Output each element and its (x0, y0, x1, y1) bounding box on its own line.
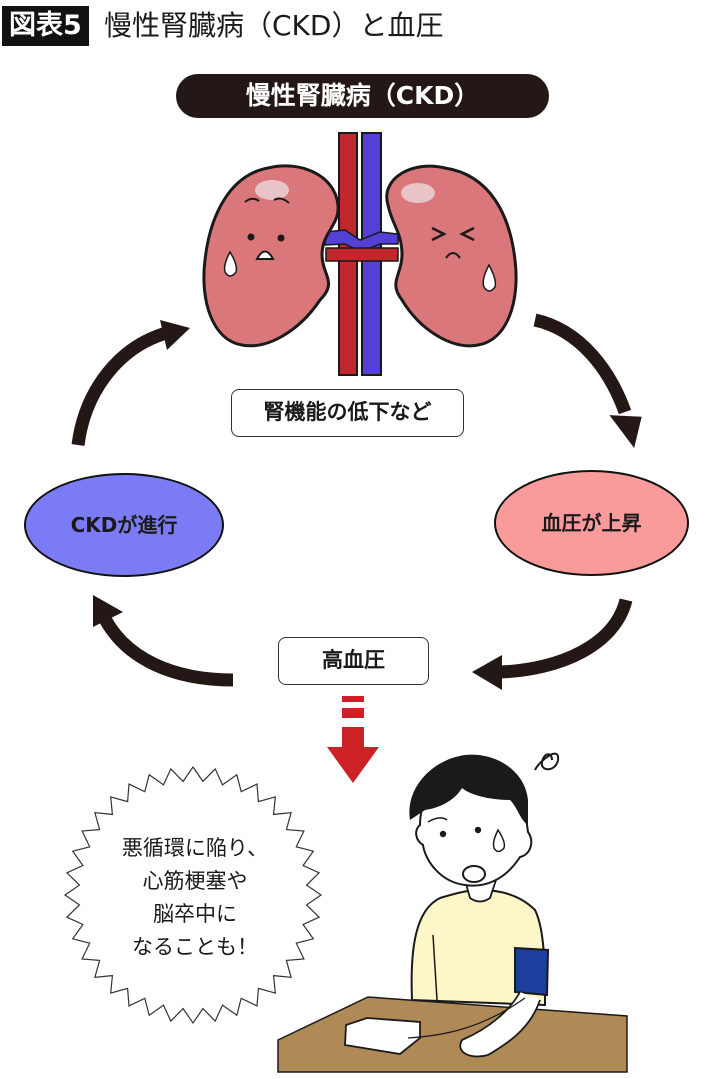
ckd-banner: 慢性腎臓病（CKD） (176, 74, 549, 118)
mouth-icon (255, 250, 275, 260)
dizzy-swirl-icon (534, 752, 560, 771)
warning-line: 脳卒中に (153, 902, 237, 926)
hypertension-label: 高血圧 (278, 637, 429, 685)
right-kidney (385, 164, 518, 348)
arrow-ckd-to-kidney (71, 320, 190, 446)
sweat-drop-icon (492, 828, 506, 853)
arrow-bp-to-hypertension (472, 598, 633, 690)
kidney-highlight (255, 180, 289, 200)
arrow-hypertension-to-ckd (93, 595, 234, 687)
hair (409, 754, 528, 825)
eye-icon (247, 233, 255, 241)
sweat-drop-icon (482, 263, 497, 292)
renal-artery-branch (325, 247, 399, 262)
mouth-icon (462, 865, 486, 883)
figure-title: 慢性腎臓病（CKD）と血圧 (104, 9, 444, 42)
cuff-tube (407, 997, 526, 1039)
person-illustration (277, 752, 628, 1073)
renal-vein-branch (324, 229, 399, 253)
squint-eye-icon (431, 226, 447, 242)
kidney-function-decline-label: 腎機能の低下など (231, 389, 464, 437)
blood-vessels (324, 132, 399, 376)
bp-rise-node: 血圧が上昇 (494, 470, 689, 576)
frown-icon (445, 252, 461, 259)
kidneys-illustration (202, 132, 518, 376)
desk (277, 996, 628, 1073)
arrow-kidney-to-bp (533, 313, 642, 448)
warning-text: 悪循環に陥り、 心筋梗塞や 脳卒中に なることも！ (90, 832, 300, 964)
cycle-arrows (71, 313, 642, 690)
down-arrow-icon (327, 696, 379, 783)
bp-cuff (514, 946, 550, 997)
sweat-drop-icon (223, 250, 238, 277)
ckd-progress-node: CKDが進行 (24, 473, 224, 577)
warning-line: なることも！ (132, 935, 258, 959)
warning-line: 心筋梗塞や (142, 869, 248, 893)
eyebrow-icon (244, 197, 260, 203)
bp-monitor (344, 997, 526, 1055)
warning-burst (63, 765, 323, 1025)
warning-line: 悪循環に陥り、 (121, 836, 269, 860)
figure-label: 図表5 (2, 6, 89, 46)
left-kidney (202, 164, 340, 348)
